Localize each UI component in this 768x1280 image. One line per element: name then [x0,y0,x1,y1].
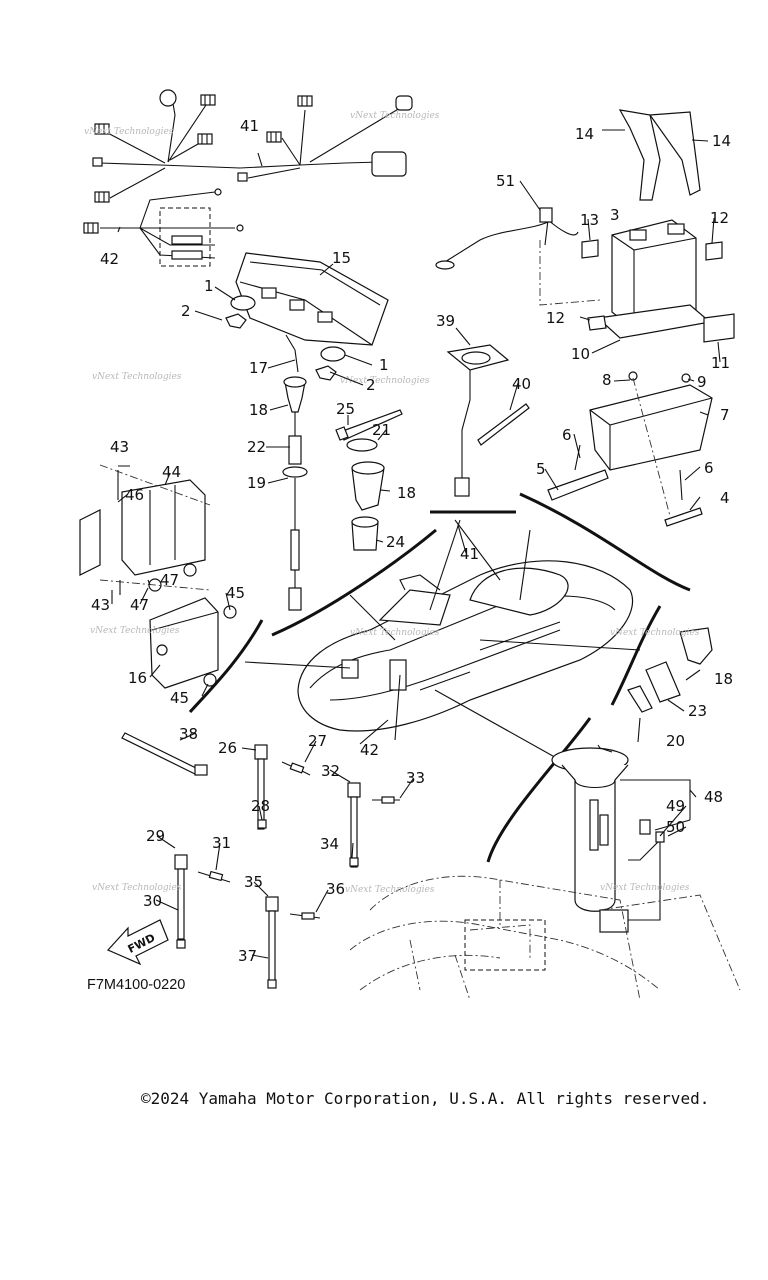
copyright-notice: ©2024 Yamaha Motor Corporation, U.S.A. A… [141,1089,710,1108]
callout-49: 49 [666,797,685,815]
callout-21: 21 [372,421,391,439]
callout-20: 20 [666,732,685,750]
watermark: vNext Technologies [600,883,690,893]
callout-26: 26 [218,739,237,757]
callout-47: 47 [160,571,179,589]
callout-12: 12 [710,209,729,227]
callout-42: 42 [360,741,379,759]
callout-numbers: 41 42 15 1 2 1 2 17 18 22 19 25 21 18 24… [91,117,733,965]
callout-51: 51 [496,172,515,190]
callout-6: 6 [562,426,572,444]
callout-27: 27 [308,732,327,750]
callout-28: 28 [251,797,270,815]
callout-44: 44 [162,463,181,481]
callout-33: 33 [406,769,425,787]
cable-parts-21-18-24-25 [335,409,403,551]
figure-code: F7M4100-0220 [87,977,186,993]
callout-2: 2 [366,376,376,394]
watermark: vNext Technologies [92,883,182,893]
wire-harness-42 [83,188,244,267]
callout-18: 18 [249,401,268,419]
callout-23: 23 [688,702,707,720]
callout-32: 32 [321,762,340,780]
callout-50: 50 [666,818,685,836]
callout-37: 37 [238,947,257,965]
callout-24: 24 [386,533,405,551]
control-unit-16 [79,464,237,689]
callout-41: 41 [240,117,259,135]
callout-35: 35 [244,873,263,891]
watermark: vNext Technologies [340,376,430,386]
callout-29: 29 [146,827,165,845]
watermark: vNext Technologies [350,628,440,638]
callout-17: 17 [249,359,268,377]
watermark: vNext Technologies [92,372,182,382]
callout-40: 40 [512,375,531,393]
cable-parts-39-40 [446,344,530,497]
callout-43: 43 [110,438,129,456]
callout-39: 39 [436,312,455,330]
callout-31: 31 [212,834,231,852]
callout-14: 14 [575,125,594,143]
callout-38: 38 [179,725,198,743]
callout-18: 18 [714,670,733,688]
hull-outline [349,875,741,1001]
callout-8: 8 [602,371,612,389]
battery-box-7 [547,371,713,527]
callout-1: 1 [379,356,389,374]
callout-34: 34 [320,835,339,853]
wire-harness-41 [92,89,413,203]
callout-10: 10 [571,345,590,363]
callout-leaders [111,129,721,959]
cable-parts-18-23-20 [627,627,713,713]
callout-12: 12 [546,309,565,327]
callout-36: 36 [326,880,345,898]
fuel-pump-48 [551,744,691,933]
callout-45: 45 [226,584,245,602]
ties-and-clips [121,732,400,989]
watermarks: vNext Technologies vNext Technologies vN… [84,111,700,895]
callout-18: 18 [397,484,416,502]
callout-16: 16 [128,669,147,687]
callout-22: 22 [247,438,266,456]
callout-13: 13 [580,211,599,229]
battery-assembly [435,109,735,343]
watermark: vNext Technologies [350,111,440,121]
callout-48: 48 [704,788,723,806]
fwd-arrow: FWD [106,919,169,966]
callout-5: 5 [536,460,546,478]
callout-19: 19 [247,474,266,492]
callout-6: 6 [704,459,714,477]
callout-11: 11 [711,354,730,372]
callout-45: 45 [170,689,189,707]
callout-25: 25 [336,400,355,418]
watercraft-illustration [297,560,634,732]
callout-7: 7 [720,406,730,424]
watermark: vNext Technologies [84,127,174,137]
callout-2: 2 [181,302,191,320]
meter-assembly-15 [225,252,389,611]
callout-9: 9 [697,373,707,391]
callout-15: 15 [332,249,351,267]
callout-47: 47 [130,596,149,614]
callout-30: 30 [143,892,162,910]
callout-1: 1 [204,277,214,295]
callout-14: 14 [712,132,731,150]
watermark: vNext Technologies [90,626,180,636]
callout-4: 4 [720,489,730,507]
parts-diagram: FWD vNext Technologies vNext Technologie… [79,89,741,1001]
leader-lines [188,492,691,863]
callout-3: 3 [610,206,620,224]
callout-43: 43 [91,596,110,614]
callout-42: 42 [100,250,119,268]
watermark: vNext Technologies [610,628,700,638]
watermark: vNext Technologies [345,885,435,895]
callout-41: 41 [460,545,479,563]
callout-46: 46 [125,486,144,504]
